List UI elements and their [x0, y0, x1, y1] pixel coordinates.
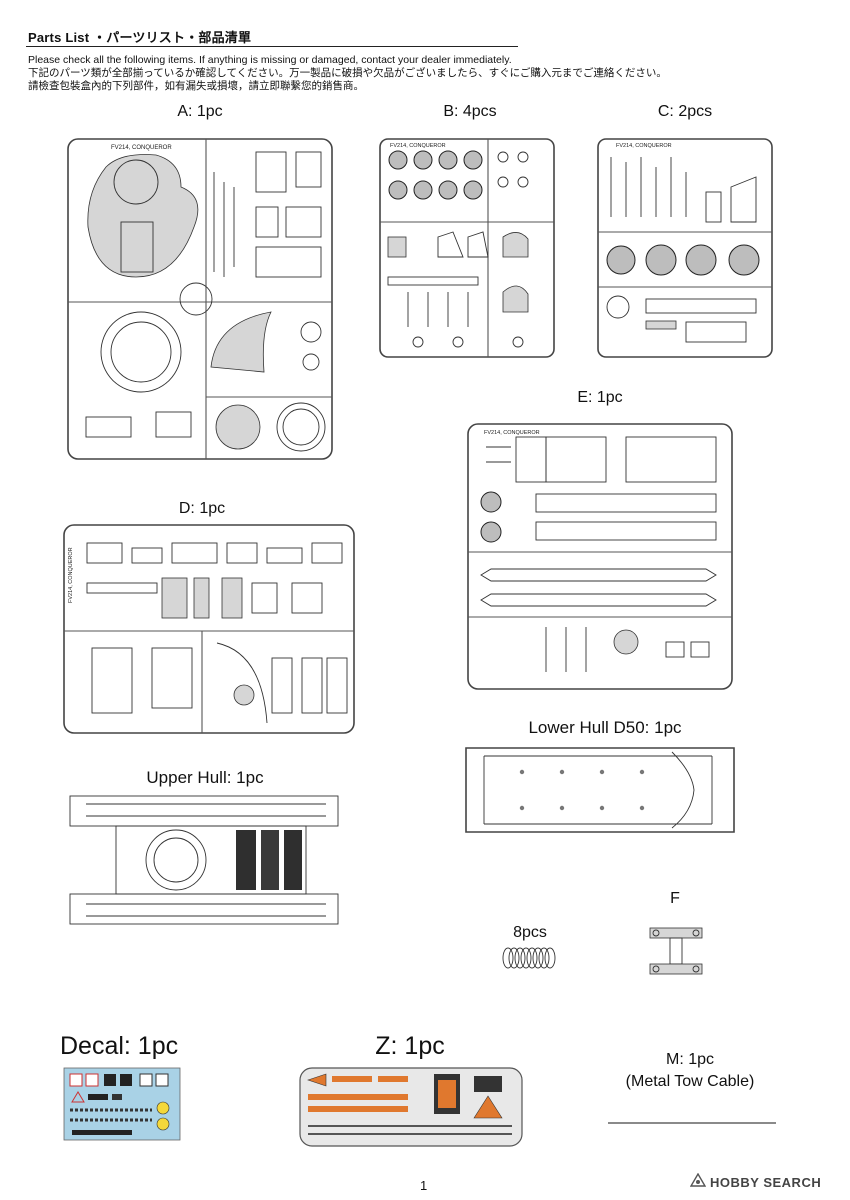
upper-hull-label: Upper Hull: 1pc: [146, 768, 264, 787]
watermark: HOBBY SEARCH: [689, 1172, 822, 1192]
sprue-a-diagram: FV214, CONQUEROR: [67, 138, 333, 460]
part-m-description: (Metal Tow Cable): [625, 1073, 755, 1090]
part-m-label: M: 1pc: [665, 1051, 714, 1068]
upper-hull-diagram: [69, 795, 339, 925]
tow-cable-line: [608, 1122, 776, 1124]
lower-hull-diagram: [465, 747, 735, 833]
sprue-a-tag: FV214, CONQUEROR: [111, 145, 172, 151]
sprue-d-diagram: FV214, CONQUEROR: [63, 524, 355, 734]
instruction-en: Please check all the following items. If…: [28, 54, 512, 66]
sprue-e-diagram: FV214, CONQUEROR: [467, 423, 733, 690]
part-f-label: F: [670, 890, 680, 907]
instruction-zh: 請檢查包裝盒內的下列部件，如有漏失或損壞，請立即聯繫您的銷售商。: [28, 80, 364, 92]
decal-label: Decal: 1pc: [60, 1032, 179, 1060]
instruction-ja: 下記のパーツ類が全部揃っているか確認してください。万一製品に破損や欠品がございま…: [28, 67, 667, 79]
page-number: 1: [420, 1178, 428, 1193]
lower-hull-label: Lower Hull D50: 1pc: [528, 718, 682, 737]
sprue-c-diagram: FV214, CONQUEROR: [597, 138, 773, 358]
sprue-e-label: E: 1pc: [577, 389, 623, 406]
part-f-diagram: [649, 927, 703, 975]
sprue-d-tag: FV214, CONQUEROR: [68, 547, 74, 603]
page-title: Parts List ・パーツリスト・部品清單: [28, 30, 252, 45]
sprue-a-label: A: 1pc: [177, 103, 223, 120]
watermark-text: HOBBY SEARCH: [710, 1175, 822, 1190]
springs-diagram: [502, 947, 556, 969]
sprue-b-tag: FV214, CONQUEROR: [390, 143, 446, 149]
springs-count-label: 8pcs: [513, 924, 547, 941]
part-z-label: Z: 1pc: [375, 1032, 445, 1060]
title-underline: [26, 46, 518, 48]
sprue-b-label: B: 4pcs: [443, 103, 497, 120]
sprue-c-label: C: 2pcs: [657, 103, 713, 120]
photo-etch-diagram: [299, 1067, 523, 1147]
hobby-search-logo-icon: [689, 1172, 707, 1192]
sprue-e-tag: FV214, CONQUEROR: [484, 430, 540, 436]
sprue-c-tag: FV214, CONQUEROR: [616, 143, 672, 149]
decal-sheet-diagram: [63, 1067, 181, 1141]
sprue-b-diagram: FV214, CONQUEROR: [379, 138, 555, 358]
sprue-d-label: D: 1pc: [178, 500, 226, 517]
